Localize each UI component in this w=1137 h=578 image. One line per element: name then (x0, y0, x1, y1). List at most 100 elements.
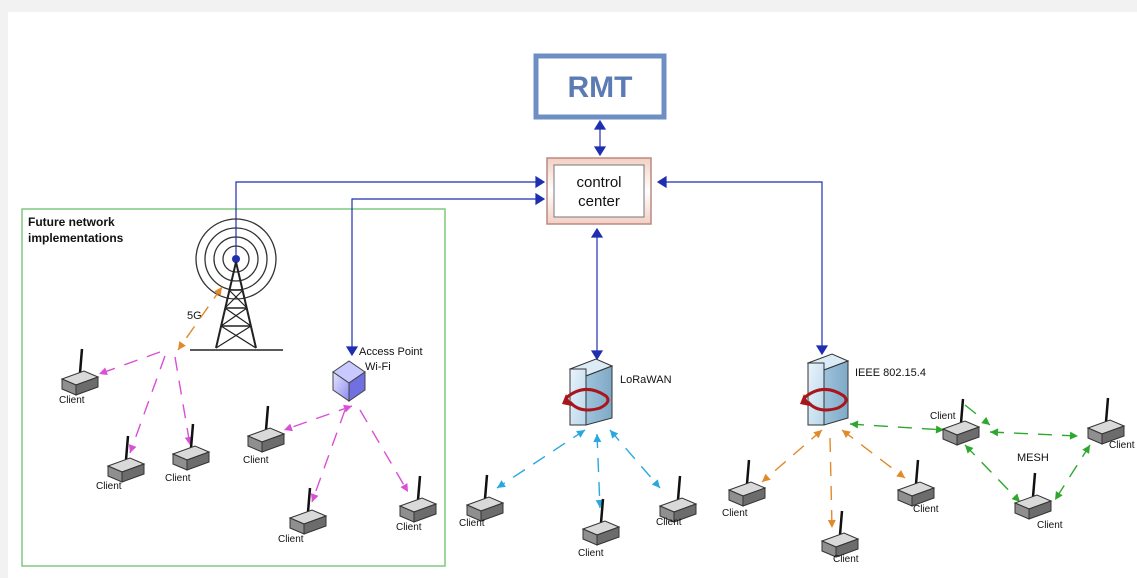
client-label: Client (396, 522, 422, 533)
mesh-link-4-arrowhead (1011, 493, 1020, 502)
lorawan-gateway-icon (562, 358, 614, 426)
5g-tower-link-arrowhead (178, 341, 186, 350)
client-label: Client (1109, 440, 1135, 451)
access-point-icon (332, 360, 366, 402)
ieee-client-link-3-arrowhead (896, 469, 905, 478)
mesh-link-5-arrowhead (1082, 445, 1090, 454)
rmt-control-link-arrowhead (593, 146, 607, 157)
client-label: Client (578, 548, 604, 559)
ieee-client-link-2 (829, 437, 833, 529)
mesh-link-1-arrowhead (850, 420, 859, 429)
mesh-link-4 (964, 444, 1021, 503)
lora-client-link-3-arrowhead (651, 479, 660, 488)
mesh-link-2-arrowhead (981, 416, 990, 425)
ieee-client-link-1 (761, 429, 823, 483)
control-center-line2: center (578, 193, 620, 210)
lora-client-link-3 (609, 429, 661, 489)
client-label: Client (722, 508, 748, 519)
access-point-label-line2: Wi-Fi (365, 361, 391, 373)
ieee-gateway-icon (800, 353, 850, 426)
client-label: Client (165, 473, 191, 484)
client-router-icon (398, 475, 438, 523)
ieee-control-link (662, 181, 823, 350)
5g-client-link-2 (129, 355, 166, 454)
client-router-icon (941, 398, 981, 446)
client-router-icon (246, 405, 286, 453)
rmt-control-link-arrowhead (593, 119, 607, 130)
wifi-client-link-2 (311, 409, 346, 503)
wifi-client-link-2-arrowhead (310, 493, 319, 502)
client-label: Client (656, 517, 682, 528)
client-router-icon (60, 348, 100, 396)
mesh-link-5-arrowhead (1055, 491, 1063, 500)
wifi-client-link-3 (359, 409, 409, 493)
wifi-control-link-arrowhead (345, 346, 359, 357)
future-network-label-line1: Future network (28, 215, 115, 229)
client-router-icon (581, 498, 621, 546)
client-router-icon (1013, 472, 1053, 520)
client-label: Client (1037, 520, 1063, 531)
wifi-control-link-arrowhead (535, 192, 546, 206)
ieee-control-link-arrowhead (656, 175, 667, 189)
lorawan-control-link-arrowhead (590, 350, 604, 361)
wifi-control-link (351, 198, 540, 352)
5g-client-link-1 (98, 351, 161, 375)
5g-client-link-3 (174, 356, 191, 446)
wifi-client-link-1 (283, 405, 353, 431)
client-router-icon (465, 474, 505, 522)
client-label: Client (913, 504, 939, 515)
mesh-link-1 (849, 423, 945, 431)
mesh-link-3 (989, 431, 1079, 437)
lora-client-link-1-arrowhead (576, 430, 585, 438)
mesh-link-3-arrowhead (1069, 431, 1078, 440)
control-center-inner (553, 164, 645, 218)
client-router-icon (288, 487, 328, 535)
client-router-icon (820, 510, 860, 558)
5g-tower-link (177, 286, 223, 351)
tower-control-link (235, 181, 540, 255)
5g-tower-link-arrowhead (214, 287, 222, 296)
lora-client-link-2-arrowhead (593, 434, 602, 443)
lora-client-link-2 (596, 433, 601, 509)
client-router-icon (658, 475, 698, 523)
lorawan-label: LoRaWAN (620, 374, 672, 386)
ieee-control-link-arrowhead (815, 345, 829, 356)
client-label: Client (930, 411, 956, 422)
lora-client-link-1-arrowhead (497, 480, 506, 488)
fiveg-label: 5G (187, 310, 202, 322)
ieee-client-link-1-arrowhead (762, 473, 771, 482)
cell-tower-icon (190, 218, 283, 351)
wireless-links (98, 286, 1091, 529)
mesh-link-4-arrowhead (965, 445, 974, 454)
future-network-label-line2: implementations (28, 231, 124, 245)
ieee-label: IEEE 802.15.4 (855, 367, 926, 379)
client-label: Client (243, 455, 269, 466)
ieee-client-link-2-arrowhead (827, 519, 836, 528)
mesh-link-5 (1054, 444, 1091, 501)
rmt-box (533, 53, 667, 120)
access-point-label-line1: Access Point (359, 346, 423, 358)
client-router-icon (896, 459, 936, 507)
mesh-link-1-arrowhead (935, 425, 944, 434)
future-network-box (21, 208, 446, 567)
client-router-icon (171, 423, 211, 471)
control-center-line1: control (576, 174, 621, 191)
ieee-client-link-3 (841, 429, 906, 479)
client-label: Client (278, 534, 304, 545)
tower-control-link-arrowhead (535, 175, 546, 189)
lorawan-control-link-arrowhead (590, 227, 604, 238)
wifi-client-link-3-arrowhead (400, 483, 408, 492)
lora-client-link-1 (496, 429, 586, 489)
lora-client-link-3-arrowhead (610, 430, 619, 439)
client-label: Client (96, 481, 122, 492)
mesh-link-3-arrowhead (990, 428, 999, 437)
client-label: Client (59, 395, 85, 406)
client-label: Client (459, 518, 485, 529)
client-label: Client (833, 554, 859, 565)
client-router-icon (1086, 397, 1126, 445)
ieee-client-link-1-arrowhead (813, 430, 822, 439)
client-router-icon (727, 459, 767, 507)
rmt-label: RMT (568, 71, 633, 104)
